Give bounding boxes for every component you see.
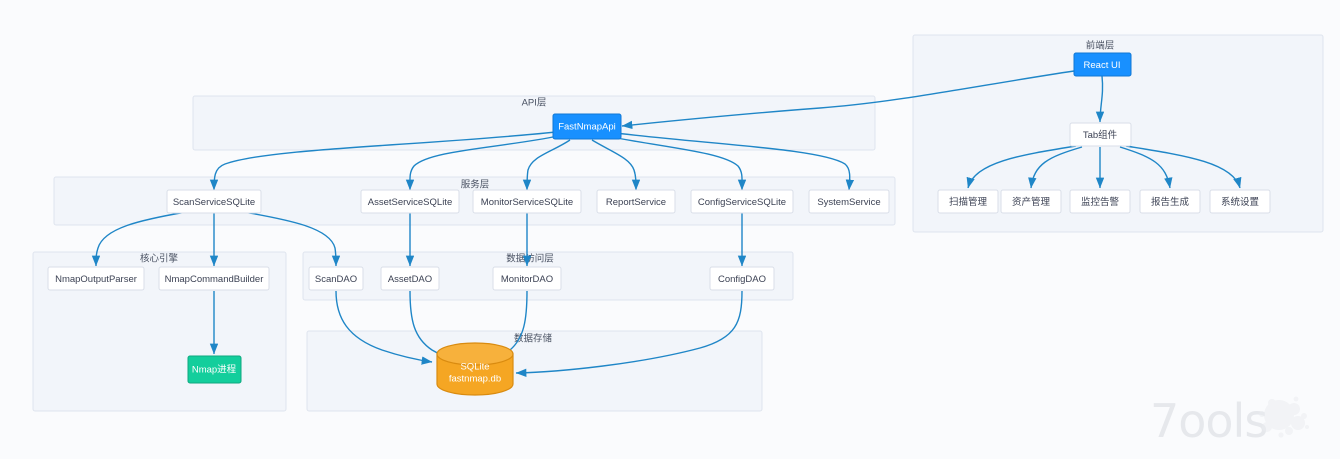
node-asset-service[interactable]: AssetServiceSQLite: [360, 189, 460, 214]
node-label-tab-system: 系统设置: [1221, 196, 1259, 208]
node-tab-monitor[interactable]: 监控告警: [1069, 189, 1131, 214]
node-tab-component[interactable]: Tab组件: [1069, 122, 1132, 147]
edge-api-to-monitorservice: [522, 139, 571, 191]
edge-tab-to-asset: [1028, 146, 1083, 189]
node-tab-asset[interactable]: 资产管理: [1000, 189, 1062, 214]
edge-tab-to-system: [1125, 145, 1242, 189]
node-tab-scan[interactable]: 扫描管理: [937, 189, 999, 214]
edge-api-to-scanservice: [209, 131, 557, 191]
group-title-storage: 数据存储: [514, 333, 553, 345]
node-label-asset-service: AssetServiceSQLite: [368, 197, 452, 208]
node-label-config-service: ConfigServiceSQLite: [698, 197, 786, 208]
edge-api-to-systemservice: [607, 131, 855, 191]
node-label-scan-dao: ScanDAO: [315, 274, 357, 285]
node-label-sqlite-line1: SQLite: [460, 362, 489, 373]
node-fastnmapapi[interactable]: FastNmapApi: [552, 113, 622, 140]
node-label-tab-monitor: 监控告警: [1081, 196, 1120, 208]
edge-tab-to-report: [1119, 146, 1173, 189]
node-label-asset-dao: AssetDAO: [388, 274, 432, 285]
node-label-tab-scan: 扫描管理: [949, 196, 988, 208]
node-label-monitor-dao: MonitorDAO: [501, 274, 553, 285]
node-nmap-output-parser[interactable]: NmapOutputParser: [47, 266, 145, 291]
node-label-tab-component: Tab组件: [1083, 129, 1118, 141]
node-label-nmap-process: Nmap进程: [192, 365, 237, 376]
edge-scandao-to-sqlite: [335, 290, 433, 365]
node-nmap-command-builder[interactable]: NmapCommandBuilder: [158, 266, 270, 291]
group-title-service: 服务层: [461, 179, 490, 191]
node-system-service[interactable]: SystemService: [808, 189, 890, 214]
node-label-scan-service: ScanServiceSQLite: [173, 197, 255, 208]
node-label-monitor-service: MonitorServiceSQLite: [481, 197, 573, 208]
edge-scanservice-to-scandao: [243, 211, 341, 267]
node-label-nmap-output-parser: NmapOutputParser: [55, 274, 137, 285]
node-label-config-dao: ConfigDAO: [718, 274, 766, 285]
node-config-dao[interactable]: ConfigDAO: [709, 266, 775, 291]
node-label-fastnmapapi: FastNmapApi: [558, 122, 616, 133]
node-sqlite-database[interactable]: SQLite fastnmap.db: [436, 342, 514, 396]
edge-scanservice-to-outputparser: [91, 211, 187, 267]
node-label-tab-report: 报告生成: [1151, 196, 1190, 208]
node-monitor-dao[interactable]: MonitorDAO: [492, 266, 562, 291]
node-label-system-service: SystemService: [817, 197, 880, 208]
node-config-service[interactable]: ConfigServiceSQLite: [690, 189, 794, 214]
node-label-nmap-command-builder: NmapCommandBuilder: [165, 274, 264, 285]
node-tab-report[interactable]: 报告生成: [1139, 189, 1201, 214]
edge-configdao-to-sqlite: [515, 290, 743, 377]
edge-reactui-to-tab: [1095, 75, 1105, 123]
node-tab-system[interactable]: 系统设置: [1209, 189, 1271, 214]
node-report-service[interactable]: ReportService: [596, 189, 676, 214]
node-label-react-ui: React UI: [1084, 60, 1121, 71]
node-nmap-process[interactable]: Nmap进程: [187, 355, 242, 384]
edge-api-to-reportservice: [591, 139, 641, 191]
node-asset-dao[interactable]: AssetDAO: [380, 266, 440, 291]
group-title-frontend: 前端层: [1086, 40, 1115, 52]
node-label-tab-asset: 资产管理: [1012, 196, 1051, 208]
group-title-core: 核心引擎: [140, 253, 179, 265]
edge-api-to-assetservice: [405, 135, 559, 191]
group-title-dao: 数据访问层: [506, 253, 554, 265]
edge-reactui-to-fastnmapapi: [621, 70, 1075, 130]
edge-tab-to-scan: [966, 145, 1077, 189]
edge-api-to-configservice: [605, 135, 747, 191]
node-react-ui[interactable]: React UI: [1073, 52, 1132, 77]
node-monitor-service[interactable]: MonitorServiceSQLite: [472, 189, 582, 214]
node-scan-service[interactable]: ScanServiceSQLite: [166, 189, 262, 214]
group-storage: 数据存储: [306, 330, 763, 412]
node-label-report-service: ReportService: [606, 197, 666, 208]
node-label-sqlite-line2: fastnmap.db: [449, 374, 501, 385]
node-scan-dao[interactable]: ScanDAO: [308, 266, 364, 291]
group-api: API层: [192, 95, 876, 151]
group-title-api: API层: [522, 98, 547, 109]
